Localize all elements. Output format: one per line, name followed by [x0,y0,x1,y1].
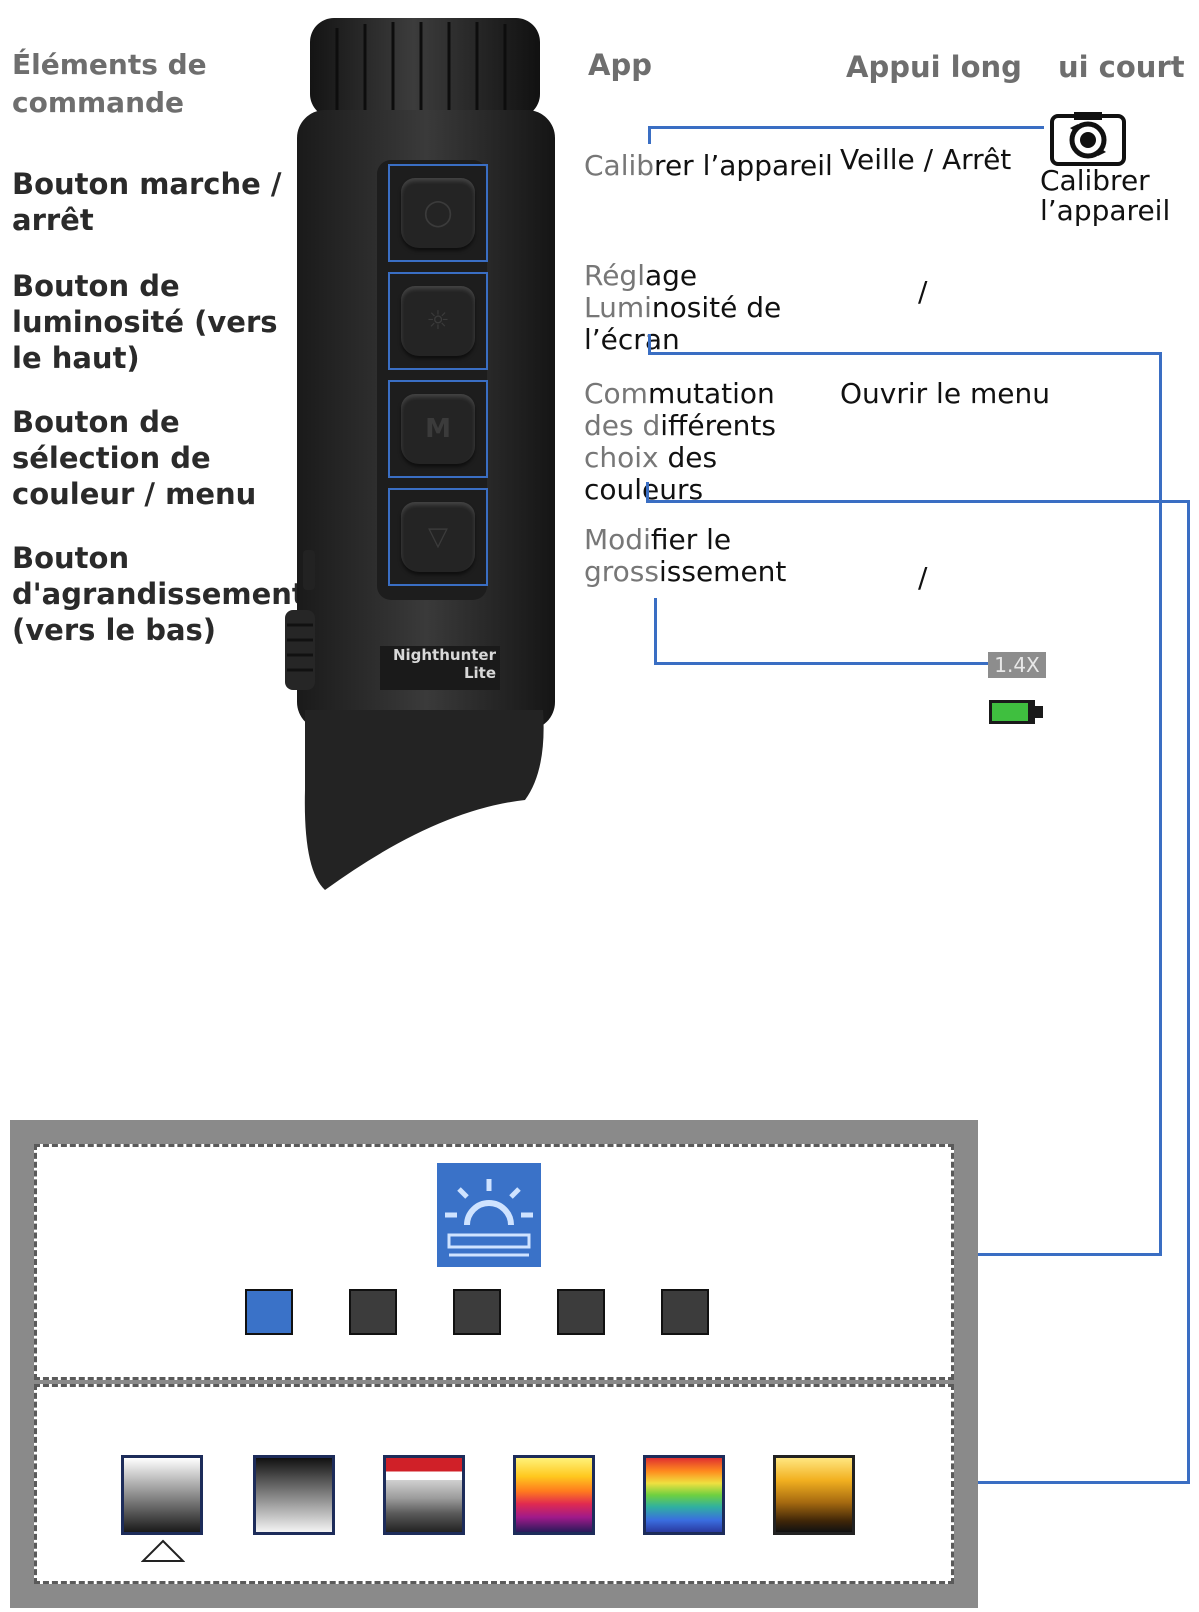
label-brightness-button: Bouton de luminosité (vers le haut) [12,269,278,375]
brightness-settings-box [34,1144,954,1380]
menu-m-icon: M [425,414,451,444]
palette-red-hot[interactable] [383,1455,465,1535]
palette-white-hot[interactable] [121,1455,203,1535]
label-power-button: Bouton marche / arrêt [12,167,282,237]
long-press-magnification: / [918,561,928,594]
connector-color-down [1187,500,1190,1484]
connector-color-drop [646,482,649,502]
connector-brightness-in [948,1253,1162,1256]
palette-iron[interactable] [513,1455,595,1535]
brightness-level-4[interactable] [557,1289,605,1335]
brightness-up-button[interactable]: ☼ [388,272,488,370]
app-brightness: Réglage Luminosité de l’écran [584,259,782,356]
brightness-level-3[interactable] [453,1289,501,1335]
connector-brightness-drop [648,334,651,354]
header-long-press: Appui long [846,50,1022,84]
warning-triangle-icon [141,1539,185,1562]
header-elements: Éléments de commande [12,48,207,119]
brightness-level-1[interactable] [245,1289,293,1335]
brand-line-1: Nighthunter [392,646,496,664]
color-palette-box [34,1384,954,1584]
battery-icon [989,700,1043,724]
brand-label: Nighthunter Lite [380,646,500,690]
long-press-open-menu: Ouvrir le menu [840,377,1050,410]
connector-calibrate-drop [648,126,651,144]
lens-cap [310,18,540,118]
header-app: App [588,48,652,82]
label-zoom-button: Bouton d'agrandissement (vers le bas) [12,541,306,647]
connector-color [646,500,1190,503]
calibrate-camera-icon [1050,112,1126,166]
short-press-calibrate: Calibrer l’appareil [1040,164,1171,227]
brand-line-2: Lite [463,664,496,682]
palette-rainbow[interactable] [643,1455,725,1535]
zoom-down-button[interactable]: ▽ [388,488,488,586]
power-button[interactable]: ◯ [388,164,488,262]
zoom-down-icon: ▽ [428,522,448,552]
header-short-press: ui court [1058,50,1185,84]
brightness-level-5[interactable] [661,1289,709,1335]
eyecup [304,710,544,890]
brightness-sun-icon [437,1163,541,1267]
color-menu-button[interactable]: M [388,380,488,478]
app-color-switch: Commutation des différents choix des cou… [584,377,776,506]
long-press-standby: Veille / Arrêt [840,143,1012,176]
long-press-brightness: / [918,275,928,308]
palette-black-hot[interactable] [253,1455,335,1535]
connector-color-in [950,1481,1190,1484]
connector-brightness [648,352,1162,355]
app-magnification: Modifier le grossissement [584,523,787,588]
connector-mag-drop [654,598,657,664]
app-calibrate: Calibrer l’appareil [584,149,833,182]
magnification-badge: 1.4X [988,652,1046,678]
brightness-level-2[interactable] [349,1289,397,1335]
palette-amber[interactable] [773,1455,855,1535]
screen-preview-panel [10,1120,978,1608]
connector-mag [654,662,988,665]
label-color-menu-button: Bouton de sélection de couleur / menu [12,405,257,511]
power-icon: ◯ [423,198,453,228]
connector-calibrate [648,126,1044,129]
connector-brightness-down [1159,352,1162,1256]
brightness-up-icon: ☼ [426,306,450,336]
